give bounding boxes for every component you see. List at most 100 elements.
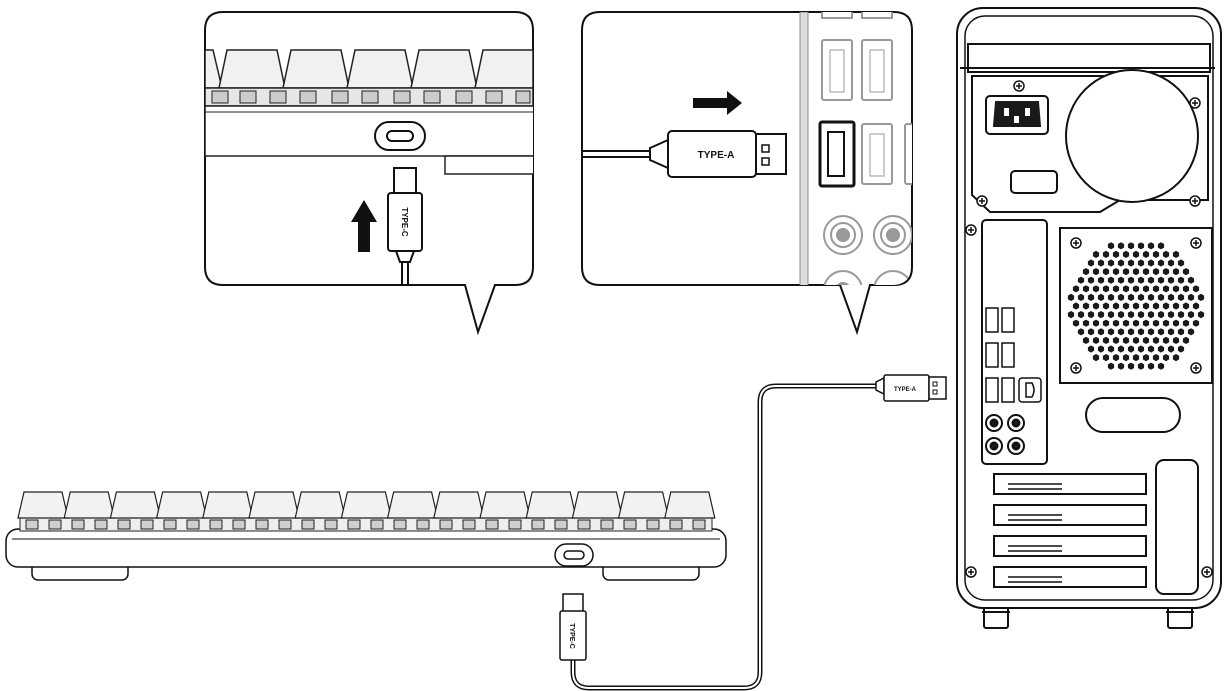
fan-vent-hole [1167, 259, 1175, 267]
fan-vent-hole [1162, 319, 1170, 327]
fan-vent-hole [1092, 336, 1100, 344]
fan-vent-hole [1177, 328, 1185, 336]
fan-vent-hole [1147, 242, 1155, 250]
fan-vent-hole [1102, 285, 1110, 293]
fan-vent-hole [1112, 302, 1120, 310]
fan-vent-hole [1132, 302, 1140, 310]
fan-vent-hole [1102, 268, 1110, 276]
fan-vent-hole [1192, 285, 1200, 293]
fan-vent-hole [1117, 311, 1125, 319]
fan-vent-hole [1172, 250, 1180, 258]
callout-pc-port: TYPE-A [581, 11, 913, 336]
arrow-up-icon [351, 200, 377, 252]
cable-typec-label: TYPE-C [568, 623, 575, 649]
key-switch [186, 519, 200, 530]
fan-vent-hole [1132, 268, 1140, 276]
fan-vent-hole [1177, 345, 1185, 353]
keycap [386, 491, 439, 519]
key-switch [347, 519, 361, 530]
fan-vent-hole [1142, 285, 1150, 293]
fan-vent-hole [1102, 336, 1110, 344]
closeup-keycaps [205, 49, 533, 89]
fan-vent-hole [1157, 259, 1165, 267]
psu-switch [1010, 170, 1058, 194]
fan-vent-hole [1142, 250, 1150, 258]
fan-vent-hole [1107, 362, 1115, 370]
fan-vent-hole [1127, 328, 1135, 336]
fan-vent-hole [1147, 259, 1155, 267]
fan-vent-hole [1187, 276, 1195, 284]
fan-vent-hole [1092, 285, 1100, 293]
key-switch [600, 519, 614, 530]
callout-typec-label: TYPE-C [400, 207, 409, 237]
io-shield [981, 219, 1048, 465]
fan-vent-hole [1162, 285, 1170, 293]
key-switch [94, 519, 108, 530]
key-switch [232, 519, 246, 530]
callout-keyboard-port: TYPE-C [204, 11, 534, 336]
fan-vent-hole [1167, 276, 1175, 284]
fan-vent-hole [1122, 285, 1130, 293]
cable-usb-c-plug: TYPE-C [559, 593, 587, 661]
fan-vent-hole [1097, 328, 1105, 336]
power-socket [985, 95, 1049, 135]
key-switch [669, 519, 683, 530]
fan-vent-hole [1077, 293, 1085, 301]
fan-vent-hole [1097, 345, 1105, 353]
fan-vent-hole [1157, 276, 1165, 284]
fan-vent-hole [1097, 293, 1105, 301]
key-switch [48, 519, 62, 530]
fan-vent-hole [1127, 311, 1135, 319]
fan-vent-hole [1157, 311, 1165, 319]
fan-vent-hole [1072, 319, 1080, 327]
key-switch [255, 519, 269, 530]
fan-vent-hole [1072, 302, 1080, 310]
fan-vent-hole [1087, 311, 1095, 319]
key-switch [370, 519, 384, 530]
fan-vent-hole [1177, 311, 1185, 319]
usb-c-plug: TYPE-C [387, 167, 423, 285]
fan-vent-hole [1107, 242, 1115, 250]
fan-vent-hole [1082, 268, 1090, 276]
rear-fan-grill [1059, 227, 1213, 384]
fan-vent-hole [1182, 302, 1190, 310]
fan-vent-hole [1117, 293, 1125, 301]
fan-vent-hole [1097, 276, 1105, 284]
key-switch [508, 519, 522, 530]
fan-vent-hole [1087, 259, 1095, 267]
keycap [202, 491, 254, 519]
fan-vent-hole [1072, 285, 1080, 293]
fan-vent-hole [1082, 285, 1090, 293]
fan-vent-hole [1107, 345, 1115, 353]
fan-vent-hole [1197, 311, 1205, 319]
fan-vent-hole [1122, 302, 1130, 310]
key-switch [577, 519, 591, 530]
fan-vent-hole [1157, 293, 1165, 301]
fan-vent-hole [1082, 302, 1090, 310]
fan-vent-hole [1192, 319, 1200, 327]
fan-vent-hole [1132, 354, 1140, 362]
fan-vent-hole [1107, 328, 1115, 336]
fan-vent-hole [1162, 268, 1170, 276]
fan-vent-hole [1092, 319, 1100, 327]
fan-vent-hole [1132, 336, 1140, 344]
fan-vent-hole [1182, 268, 1190, 276]
fan-vent-hole [1122, 268, 1130, 276]
key-switch [531, 519, 545, 530]
fan-vent-hole [1097, 311, 1105, 319]
keycap [17, 491, 69, 519]
fan-vent-hole [1182, 285, 1190, 293]
keycap [248, 491, 300, 519]
fan-vent-hole [1137, 328, 1145, 336]
fan-vent-hole [1152, 250, 1160, 258]
keycap [63, 491, 115, 519]
keycap [109, 491, 162, 519]
fan-vent-hole [1107, 259, 1115, 267]
fan-vent-hole [1122, 250, 1130, 258]
fan-vent-hole [1162, 250, 1170, 258]
cable-typea-label: TYPE-A [894, 387, 917, 393]
pc-tower [956, 7, 1222, 629]
keycap-row [17, 491, 716, 519]
fan-vent-hole [1187, 293, 1195, 301]
